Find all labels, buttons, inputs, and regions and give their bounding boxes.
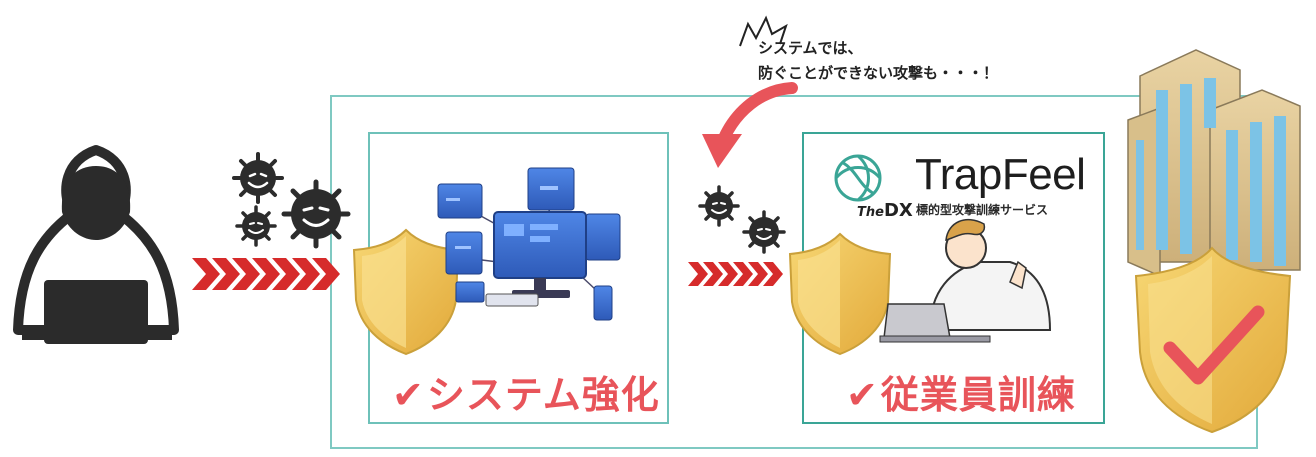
callout-text: システムでは、 防ぐことができない攻撃も・・・！	[758, 36, 998, 86]
brand-tag-prefix: The	[857, 205, 884, 220]
system-hardening-text: システム強化	[426, 373, 660, 417]
checkmark-icon: ✔	[846, 373, 879, 417]
callout-line2: 防ぐことができない攻撃も・・・！	[758, 64, 999, 82]
employee-training-text: 従業員訓練	[880, 373, 1076, 417]
brand-subtitle: 標的型攻撃訓練サービス	[916, 203, 1049, 217]
virus-icon	[232, 152, 351, 249]
hacker-icon	[13, 145, 179, 344]
brand-name: TrapFeel	[915, 150, 1086, 199]
checkmark-icon: ✔	[392, 373, 425, 417]
shield-icon	[352, 228, 460, 356]
employee-training-label: ✔従業員訓練	[846, 364, 1076, 419]
shield-icon	[788, 232, 892, 356]
brand-tag-main: DX	[883, 200, 913, 221]
building-icon	[1127, 49, 1301, 278]
brand-tag: TheDX	[857, 200, 913, 221]
attack-arrows-middle	[688, 262, 783, 286]
attack-arrows-left	[192, 258, 340, 290]
employee-icon	[879, 219, 1052, 343]
curved-arrow-icon	[702, 82, 798, 168]
security-shield-icon	[1134, 246, 1292, 434]
system-hardening-label: ✔システム強化	[392, 364, 660, 419]
devices-icon	[437, 167, 621, 321]
checkmark-icon	[1163, 305, 1265, 385]
callout-line1: システムでは、	[758, 39, 863, 57]
burst-icon	[739, 15, 788, 47]
virus-icon	[698, 185, 786, 254]
trapfeel-logo-icon	[834, 154, 882, 202]
